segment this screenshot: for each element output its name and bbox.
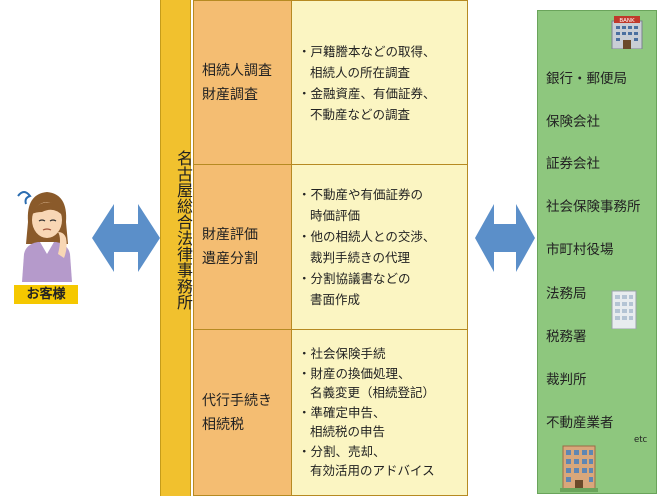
service-description: ・社会保険手続 ・財産の換価処理、 名義変更（相続登記） ・準確定申告、 相続税… xyxy=(292,330,467,495)
service-item-cont: 名義変更（相続登記） xyxy=(310,385,436,401)
double-arrow-left-icon xyxy=(92,204,160,272)
service-item: ・戸籍謄本などの取得、 xyxy=(298,43,436,59)
services-table: 相続人調査 財産調査 ・戸籍謄本などの取得、 相続人の所在調査 ・金融資産、有価… xyxy=(193,0,468,496)
firm-column: 名古屋総合法律事務所 xyxy=(160,0,193,496)
office-building-icon xyxy=(611,290,637,329)
service-item-cont: 書面作成 xyxy=(310,292,361,307)
category-line: 相続人調査 xyxy=(202,62,272,79)
institution-securities: 証券会社 xyxy=(546,156,600,172)
institution-court: 裁判所 xyxy=(546,372,587,388)
service-item: ・分割、売却、 xyxy=(298,443,386,459)
institution-bank-post: 銀行・郵便局 xyxy=(546,71,627,87)
service-row-investigation: 相続人調査 財産調査 ・戸籍謄本などの取得、 相続人の所在調査 ・金融資産、有価… xyxy=(193,0,468,165)
institution-social-insurance: 社会保険事務所 xyxy=(546,199,641,215)
service-category: 財産評価 遺産分割 xyxy=(194,165,292,329)
service-item: ・社会保険手続 xyxy=(298,346,386,362)
service-description: ・戸籍謄本などの取得、 相続人の所在調査 ・金融資産、有価証券、 不動産などの調… xyxy=(292,1,467,164)
client-person-icon xyxy=(17,191,72,282)
service-item: ・他の相続人との交渉、 xyxy=(298,229,436,244)
category-line: 遺産分割 xyxy=(202,251,258,267)
apartment-building-icon xyxy=(560,445,598,492)
service-item-cont: 有効活用のアドバイス xyxy=(310,463,435,479)
double-arrow-right-icon xyxy=(475,204,535,272)
service-item: ・分割協議書などの xyxy=(298,271,411,286)
institutions-box: BANK 銀行・郵便局 保険会社 証券会社 社会保険事務所 市町村役場 法務局 … xyxy=(537,10,657,494)
service-item: ・不動産や有価証券の xyxy=(298,187,424,202)
category-line: 代行手続き xyxy=(202,392,272,409)
institution-insurance: 保険会社 xyxy=(546,114,600,130)
category-line: 財産調査 xyxy=(202,86,258,103)
service-item-cont: 相続税の申告 xyxy=(310,424,386,440)
category-line: 相続税 xyxy=(202,416,244,433)
service-item: ・金融資産、有価証券、 xyxy=(298,85,436,101)
service-item-cont: 相続人の所在調査 xyxy=(310,64,411,80)
service-description: ・不動産や有価証券の 時価評価 ・他の相続人との交渉、 裁判手続きの代理 ・分割… xyxy=(292,165,467,329)
client-label: お客様 xyxy=(14,285,78,304)
service-row-division: 財産評価 遺産分割 ・不動産や有価証券の 時価評価 ・他の相続人との交渉、 裁判… xyxy=(193,164,468,330)
service-item-cont: 時価評価 xyxy=(310,208,361,223)
service-item-cont: 不動産などの調査 xyxy=(310,106,411,122)
service-item-cont: 裁判手続きの代理 xyxy=(310,250,411,265)
category-line: 財産評価 xyxy=(202,227,258,243)
institution-legal-affairs: 法務局 xyxy=(546,286,587,302)
service-item: ・準確定申告、 xyxy=(298,404,386,420)
service-row-procedures: 代行手続き 相続税 ・社会保険手続 ・財産の換価処理、 名義変更（相続登記） ・… xyxy=(193,329,468,496)
institution-tax-office: 税務署 xyxy=(546,329,587,345)
institution-real-estate: 不動産業者 xyxy=(546,415,614,431)
service-category: 相続人調査 財産調査 xyxy=(194,1,292,164)
bank-building-icon: BANK xyxy=(611,16,643,49)
service-category: 代行手続き 相続税 xyxy=(194,330,292,495)
institution-municipal-office: 市町村役場 xyxy=(546,242,614,258)
service-item: ・財産の換価処理、 xyxy=(298,365,411,381)
firm-name: 名古屋総合法律事務所 xyxy=(174,150,193,310)
institutions-etc: etc xyxy=(634,435,648,445)
bank-sign: BANK xyxy=(619,18,635,24)
